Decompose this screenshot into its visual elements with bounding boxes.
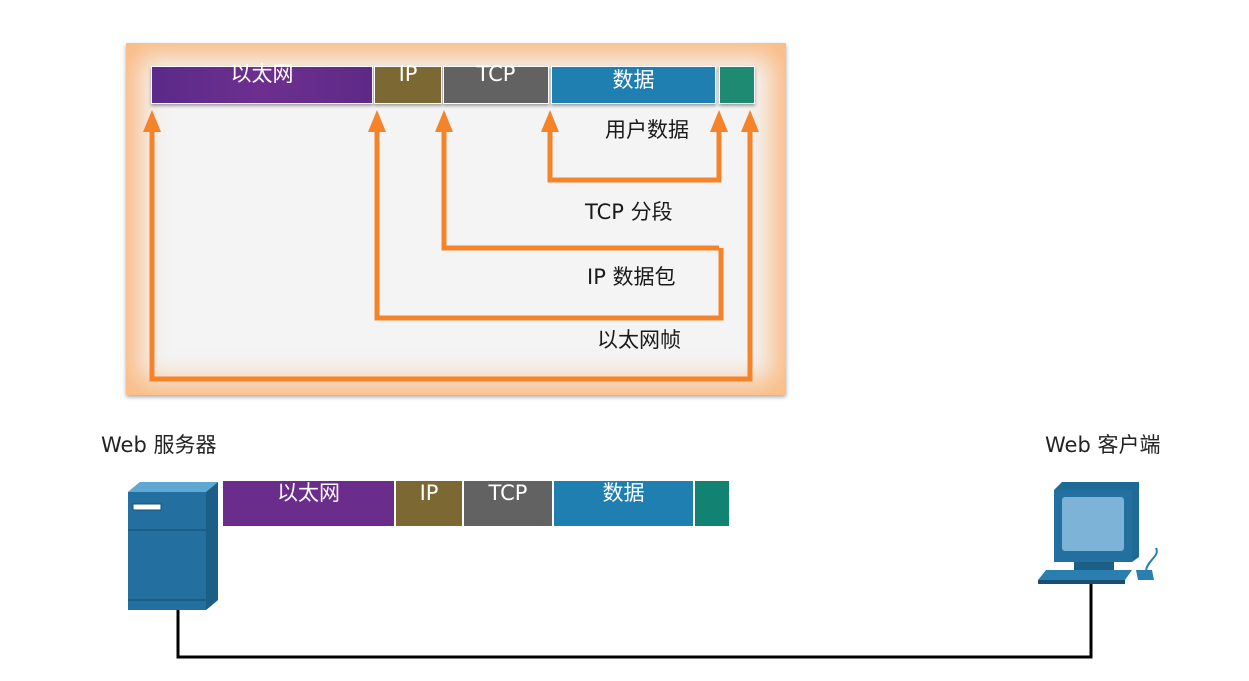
arrowhead-ethernet-left (143, 110, 161, 132)
label-tcp-segment: TCP 分段 (585, 200, 673, 224)
bottom-segment-data: 数据 (553, 480, 694, 527)
user-data-arrow (547, 126, 722, 183)
top-segment-data: 数据 (551, 66, 716, 104)
network-cable (176, 583, 1093, 659)
server-icon (128, 482, 218, 610)
top-segment-trailer (719, 66, 755, 104)
arrowhead-tcp (435, 110, 453, 132)
top-segment-tcp: TCP (443, 64, 549, 104)
ethernet-frame-arrow (149, 126, 753, 382)
arrowhead-data-right (710, 110, 728, 132)
server-label: Web 服务器 (101, 433, 217, 457)
bottom-segment-ethernet: 以太网 (222, 480, 395, 527)
bottom-segment-trailer (694, 480, 730, 527)
top-segment-ip: IP (374, 64, 442, 104)
label-user-data: 用户数据 (605, 118, 689, 142)
arrowhead-ip (368, 110, 386, 132)
bottom-segment-ip: IP (395, 480, 463, 527)
ip-packet-arrow (374, 126, 724, 321)
label-ethernet-frame: 以太网帧 (597, 328, 681, 352)
arrowhead-data (541, 110, 559, 132)
top-segment-ethernet: 以太网 (151, 64, 373, 104)
label-ip-packet: IP 数据包 (587, 265, 676, 289)
arrowhead-ethernet-right (741, 110, 759, 132)
desktop-computer-icon (1038, 482, 1158, 584)
bottom-segment-tcp: TCP (463, 480, 553, 527)
client-label: Web 客户端 (1045, 433, 1161, 457)
tcp-segment-arrow (441, 126, 719, 251)
